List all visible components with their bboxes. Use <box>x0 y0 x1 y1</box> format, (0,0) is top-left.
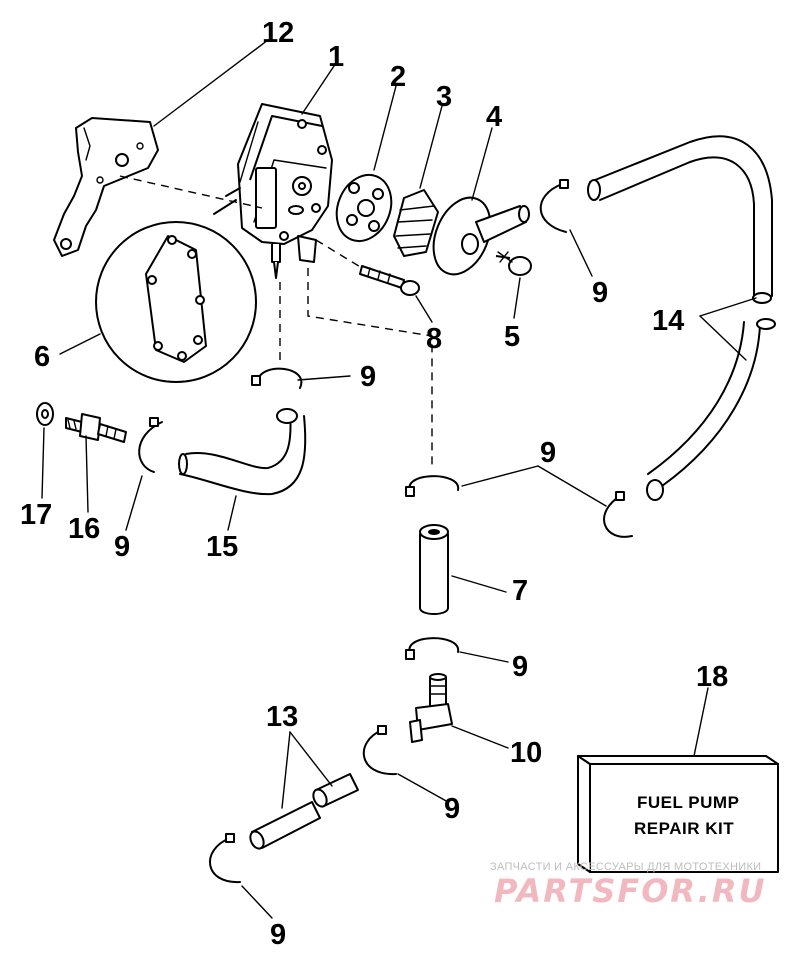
callout-14: 14 <box>652 305 684 337</box>
part-14-fuel-hose <box>587 135 776 501</box>
clamp-9-under-pump <box>251 367 303 389</box>
part-2-valve-plate <box>335 174 393 242</box>
part-3-filter-screen <box>393 189 439 257</box>
part-13-tubes <box>249 773 359 850</box>
clamp-9-bottom <box>208 833 241 884</box>
part-4-diaphragm <box>432 196 530 276</box>
clamp-9-tube-top <box>405 475 460 497</box>
assembly-lines <box>119 175 433 470</box>
part-18-repair-kit-box <box>577 755 779 873</box>
callout-9-bottom: 9 <box>270 919 286 951</box>
repair-kit-line-1: FUEL PUMP <box>637 793 739 812</box>
part-6-gasket-detail <box>95 221 257 383</box>
callout-17: 17 <box>20 499 52 531</box>
callout-9-hose-top: 9 <box>592 277 608 309</box>
callout-6: 6 <box>34 341 50 373</box>
callout-5: 5 <box>504 321 520 353</box>
callout-1: 1 <box>328 41 344 73</box>
repair-kit-line-2: REPAIR KIT <box>634 819 734 838</box>
callout-13: 13 <box>266 701 298 733</box>
clamp-9-hose14-top <box>539 179 569 233</box>
callout-10: 10 <box>510 737 542 769</box>
part-1-fuel-pump <box>213 103 333 279</box>
callout-15: 15 <box>206 531 238 563</box>
callout-9-pump: 9 <box>360 361 376 393</box>
callout-9-fitting: 9 <box>114 531 130 563</box>
watermark-caption: ЗАПЧАСТИ И АКСЕССУАРЫ ДЛЯ МОТОТЕХНИКИ <box>490 861 761 873</box>
clamp-9-elbow <box>362 725 397 776</box>
part-5-screw <box>495 251 532 276</box>
callout-12: 12 <box>262 17 294 49</box>
callout-7: 8 <box>426 323 442 355</box>
callout-9-right: 9 <box>540 437 556 469</box>
callout-3: 3 <box>436 81 452 113</box>
callout-8: 7 <box>512 575 528 607</box>
part-10-elbow-fitting <box>409 673 453 743</box>
clamp-9-fitting <box>138 417 163 473</box>
watermark-logo: PARTSFOR.RU <box>494 872 766 910</box>
callout-2: 2 <box>390 61 406 93</box>
clamp-9-hose14-bottom <box>603 491 633 538</box>
part-16-fitting <box>65 413 127 443</box>
part-8-filter-tube <box>419 524 449 615</box>
part-7-long-screw <box>359 265 420 296</box>
callout-16: 16 <box>68 513 100 545</box>
part-12-bracket <box>53 117 159 257</box>
callout-18: 18 <box>696 661 728 693</box>
callout-9-tube: 9 <box>512 651 528 683</box>
part-17-washer <box>36 402 54 426</box>
leader-lines <box>41 39 757 919</box>
part-15-elbow-hose <box>178 408 307 496</box>
clamp-9-tube-bottom <box>405 637 460 660</box>
callout-9-elbow: 9 <box>444 793 460 825</box>
callout-4: 4 <box>486 101 502 133</box>
